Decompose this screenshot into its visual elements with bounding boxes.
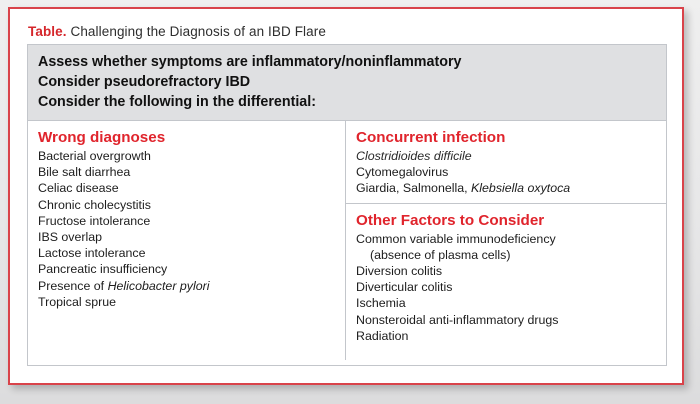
list-item: Chronic cholecystitis: [38, 197, 151, 212]
list-item: Diverticular colitis: [356, 280, 453, 295]
list-item: Cytomegalovirus: [356, 165, 449, 180]
caption-label: Table.: [28, 24, 67, 39]
list-item: Ischemia: [356, 296, 406, 311]
list-item: Fructose intolerance: [38, 213, 151, 228]
list-item: Bacterial overgrowth: [38, 149, 151, 163]
header-band-line-1: Assess whether symptoms are inflammatory…: [38, 54, 462, 70]
section-heading-other-factors-to-consider: Other Factors to Consider: [356, 211, 545, 229]
list-item: Diversion colitis: [356, 264, 443, 279]
table-figure-frame: Table. Challenging the Diagnosis of an I…: [8, 7, 684, 385]
list-item: Bile salt diarrhea: [38, 165, 131, 180]
list-item: (absence of plasma cells): [370, 247, 511, 262]
list-item: Tropical sprue: [38, 294, 117, 309]
header-band-line-3: Consider the following in the differenti…: [38, 94, 316, 110]
header-band-line-2: Consider pseudorefractory IBD: [38, 74, 251, 90]
list-item: Radiation: [356, 328, 409, 343]
list-item: Clostridioides difficile: [356, 149, 472, 163]
list-item: Giardia, Salmonella, Klebsiella oxytoca: [356, 181, 571, 196]
list-item: Lactose intolerance: [38, 246, 146, 261]
section-heading-wrong-diagnoses: Wrong diagnoses: [38, 129, 166, 146]
list-item: Common variable immunodeficiency: [356, 231, 556, 246]
figure-caption: Table. Challenging the Diagnosis of an I…: [28, 24, 326, 39]
caption-text: Challenging the Diagnosis of an IBD Flar…: [70, 24, 326, 39]
list-item: IBS overlap: [38, 230, 103, 245]
table-box: Assess whether symptoms are inflammatory…: [27, 44, 667, 366]
table-header-band: Assess whether symptoms are inflammatory…: [28, 45, 666, 121]
list-item: Presence of Helicobacter pylori: [38, 278, 210, 293]
section-heading-concurrent-infection: Concurrent infection: [356, 129, 506, 146]
list-item: Celiac disease: [38, 181, 119, 196]
list-item: Pancreatic insufficiency: [38, 262, 168, 277]
list-item: Nonsteroidal anti-inflammatory drugs: [356, 312, 559, 327]
